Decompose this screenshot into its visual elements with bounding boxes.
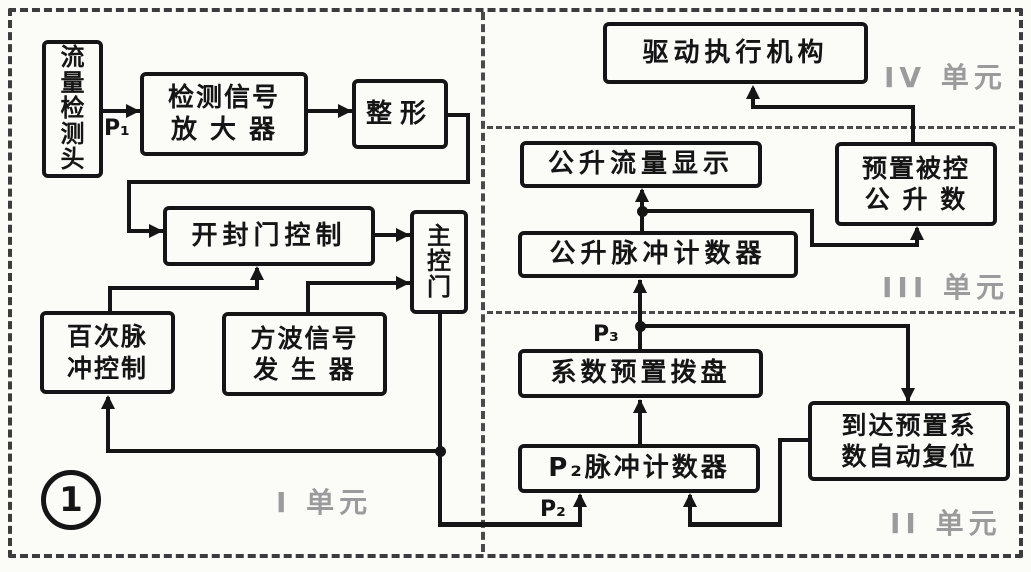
arrowhead xyxy=(396,276,410,290)
arrowhead xyxy=(396,228,410,242)
connector-segment xyxy=(106,397,110,453)
connector-segment xyxy=(127,229,163,233)
connector-segment xyxy=(778,438,782,527)
signal-label-p3: P₃ xyxy=(593,322,619,347)
arrowhead xyxy=(149,224,163,238)
arrowhead xyxy=(126,104,140,118)
connector-segment xyxy=(438,522,582,527)
arrowhead xyxy=(635,188,649,202)
unit-divider-vertical xyxy=(481,12,485,552)
unit-label-i: I 单元 xyxy=(276,486,373,519)
block-gate-open-close-control: 开封门控制 xyxy=(163,206,375,266)
figure-number: 1 xyxy=(59,480,83,520)
arrowhead xyxy=(633,279,647,293)
unit-label-iv: IV 单元 xyxy=(884,61,1007,94)
connector-segment xyxy=(375,233,410,237)
block-drive-actuator: 驱动执行机构 xyxy=(603,22,868,84)
connector-segment xyxy=(638,324,910,328)
arrowhead xyxy=(683,493,697,507)
signal-label-p2: P₂ xyxy=(540,497,566,522)
connector-segment xyxy=(911,105,915,145)
unit-divider-horizontal-iv-iii xyxy=(487,126,1015,129)
connector-segment xyxy=(810,209,814,247)
connector-segment xyxy=(640,209,814,213)
connector-segment xyxy=(306,281,310,313)
connector-segment xyxy=(810,243,919,247)
connector-segment xyxy=(308,109,352,113)
junction-dot xyxy=(637,206,648,217)
connector-segment xyxy=(103,109,140,113)
block-liter-flow-display: 公升流量显示 xyxy=(520,141,762,188)
connector-segment xyxy=(906,324,910,402)
connector-segment xyxy=(127,180,131,233)
connector-segment xyxy=(688,522,782,527)
arrowhead xyxy=(101,395,115,409)
arrowhead xyxy=(910,226,924,240)
connector-segment xyxy=(688,495,692,525)
arrowhead xyxy=(901,388,915,402)
block-auto-reset-at-preset-coefficient: 到达预置系 数自动复位 xyxy=(808,401,1010,481)
block-flow-sensor: 流 量 检 测 头 xyxy=(42,40,103,178)
connector-segment xyxy=(751,105,915,109)
block-liter-pulse-counter: 公升脉冲计数器 xyxy=(518,231,798,278)
connector-segment xyxy=(108,286,259,290)
block-signal-amplifier: 检测信号 放 大 器 xyxy=(140,72,308,156)
connector-segment xyxy=(638,280,642,352)
connector-segment xyxy=(448,113,470,117)
arrowhead xyxy=(338,104,352,118)
connector-segment xyxy=(108,286,112,312)
block-shaper: 整形 xyxy=(352,79,448,149)
connector-segment xyxy=(638,400,642,448)
arrowhead xyxy=(746,85,760,99)
signal-label-p1: P₁ xyxy=(104,116,130,141)
figure-number-badge: 1 xyxy=(41,470,101,530)
connector-segment xyxy=(466,113,470,184)
connector-segment xyxy=(306,281,410,285)
block-coefficient-preset-dial: 系数预置拨盘 xyxy=(518,349,763,398)
unit-label-iii: III 单元 xyxy=(882,271,1010,304)
block-main-gate: 主 控 门 xyxy=(410,210,468,314)
unit-label-ii: II 单元 xyxy=(890,507,1002,540)
block-square-wave-generator: 方波信号 发 生 器 xyxy=(222,312,387,396)
outer-dashed-border xyxy=(8,8,1023,558)
junction-dot xyxy=(635,321,646,332)
connector-segment xyxy=(108,449,440,453)
connector-segment xyxy=(578,495,582,525)
block-p2-pulse-counter: P₂脉冲计数器 xyxy=(518,444,760,493)
arrowhead xyxy=(250,266,264,280)
connector-segment xyxy=(778,438,812,442)
unit-divider-horizontal-iii-ii xyxy=(487,311,1015,314)
block-hundred-pulse-control: 百次脉 冲控制 xyxy=(40,311,175,394)
arrowhead xyxy=(573,493,587,507)
connector-segment xyxy=(127,180,470,184)
block-preset-controlled-liters: 预置被控 公 升 数 xyxy=(835,142,997,226)
arrowhead xyxy=(633,399,647,413)
connector-segment xyxy=(438,313,442,527)
junction-dot xyxy=(435,446,446,457)
